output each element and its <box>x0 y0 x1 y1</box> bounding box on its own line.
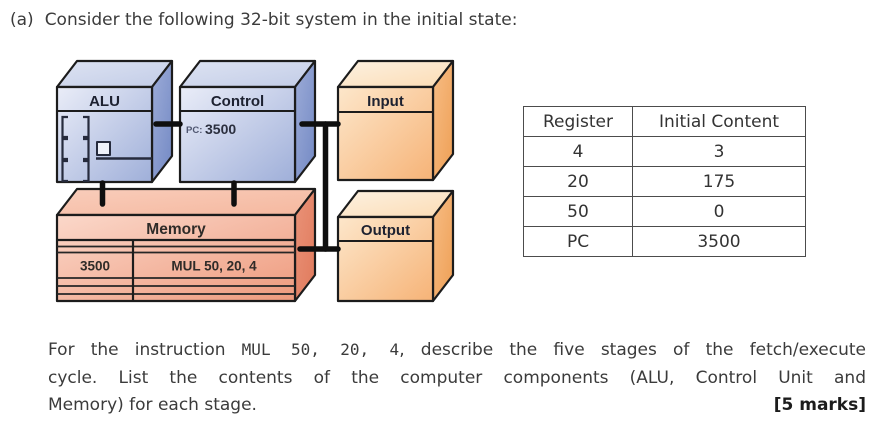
table-cell: 0 <box>632 196 806 227</box>
alu-box: ALU <box>55 59 174 184</box>
body-line-1-pre: For the instruction <box>48 340 242 360</box>
table-cell: PC <box>523 226 633 257</box>
table-cell: 50 <box>523 196 633 227</box>
output-box: Output <box>336 189 455 303</box>
alu-register-brackets-icon <box>61 115 90 183</box>
table-row: 4 3 <box>523 136 806 167</box>
control-label: Control <box>211 93 264 110</box>
body-line-1-post: , describe the five stages of the fetch/… <box>399 340 867 360</box>
instruction-code: MUL 50, 20, 4 <box>241 340 400 359</box>
memory-address: 3500 <box>80 259 110 274</box>
table-header-register: Register <box>523 106 633 137</box>
table-header-initial-content: Initial Content <box>632 106 806 137</box>
register-table: Register Initial Content 4 3 20 175 50 0… <box>523 106 806 257</box>
alu-label: ALU <box>89 93 120 110</box>
marks-label: [5 marks] <box>773 395 866 415</box>
input-label: Input <box>367 93 404 110</box>
intro-text: Consider the following 32-bit system in … <box>44 10 518 30</box>
alu-register-square-icon <box>96 141 111 156</box>
table-cell: 4 <box>523 136 633 167</box>
body-line-1: For the instruction MUL 50, 20, 4, descr… <box>48 336 866 365</box>
question-body: For the instruction MUL 50, 20, 4, descr… <box>48 336 866 420</box>
system-diagram: Input Output ALU Control PC: 3500 <box>55 59 455 303</box>
table-cell: 175 <box>632 166 806 197</box>
pc-value: 3500 <box>205 121 236 137</box>
table-row: 50 0 <box>523 196 806 227</box>
memory-instruction: MUL 50, 20, 4 <box>171 259 257 274</box>
table-cell: 3 <box>632 136 806 167</box>
memory-label: Memory <box>146 221 206 238</box>
table-cell: 20 <box>523 166 633 197</box>
body-line-3: Memory) for each stage. [5 marks] <box>48 392 866 420</box>
table-row: PC 3500 <box>523 226 806 257</box>
memory-box: Memory 3500 MUL 50, 20, 4 <box>55 187 317 303</box>
pc-label: PC: <box>186 125 202 136</box>
part-label: (a) <box>10 10 34 30</box>
body-line-3-text: Memory) for each stage. <box>48 395 257 415</box>
memory-row-lines <box>57 245 295 295</box>
body-line-2: cycle. List the contents of the computer… <box>48 367 866 388</box>
control-box: Control PC: 3500 <box>178 59 317 184</box>
output-label: Output <box>361 222 410 239</box>
table-row: 20 175 <box>523 166 806 197</box>
question-intro-line: (a) Consider the following 32-bit system… <box>10 10 517 30</box>
input-box: Input <box>336 59 455 182</box>
bus-lines <box>99 121 341 252</box>
table-header-row: Register Initial Content <box>523 106 806 137</box>
table-cell: 3500 <box>632 226 806 257</box>
